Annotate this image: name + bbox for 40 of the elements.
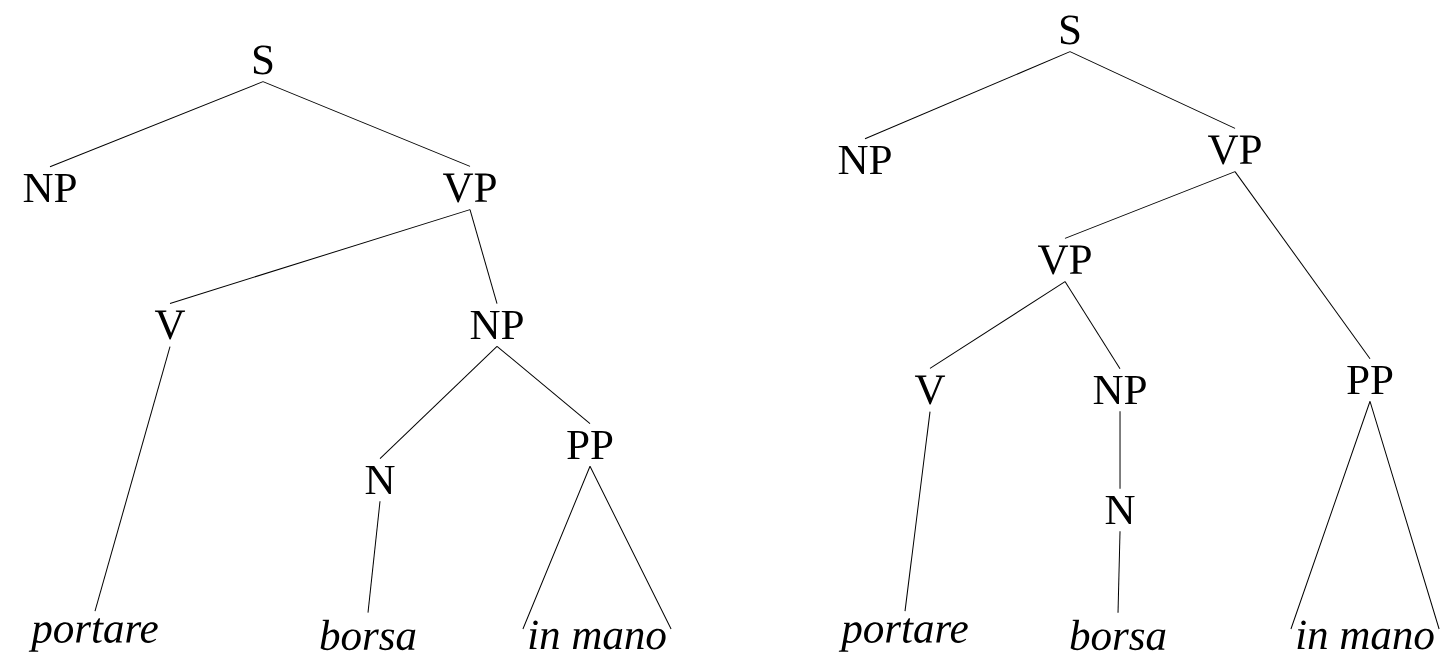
word-label: borsa: [1070, 619, 1166, 651]
branch-line: [1117, 530, 1121, 614]
triangle-branch: [1290, 400, 1440, 630]
branch-line: [496, 345, 591, 425]
branch-line: [169, 209, 471, 304]
triangle-branch: [522, 465, 672, 630]
branch-line: [469, 209, 498, 305]
category-label: PP: [1347, 365, 1393, 395]
branch-line: [94, 346, 171, 612]
branch-line: [367, 500, 381, 614]
branch-line: [262, 81, 471, 167]
category-label: PP: [567, 430, 613, 460]
word-label: NP: [23, 173, 76, 203]
category-label: N: [365, 465, 395, 495]
category-label: V: [914, 375, 946, 405]
category-label: VP: [443, 173, 496, 203]
branch-line: [1119, 410, 1121, 490]
category-label: NP: [1093, 375, 1146, 405]
branch-line: [49, 81, 264, 168]
category-label: V: [154, 310, 186, 340]
category-label: VP: [1208, 135, 1261, 165]
category-label: N: [1105, 495, 1135, 525]
branch-line: [1064, 281, 1121, 370]
word-label: portare: [838, 618, 968, 652]
category-label: VP: [1038, 245, 1091, 275]
branch-line: [929, 281, 1066, 369]
word-label: portare: [28, 618, 158, 652]
category-label: NP: [470, 310, 523, 340]
category-label: S: [1060, 15, 1080, 45]
word-label: in mano: [529, 620, 666, 650]
word-label: borsa: [320, 619, 416, 651]
branch-line: [1069, 51, 1236, 129]
branch-line: [864, 51, 1071, 140]
word-label: in mano: [1297, 620, 1434, 650]
category-label: S: [253, 45, 273, 75]
branch-line: [379, 345, 498, 460]
branch-line: [904, 411, 931, 612]
branch-line: [1064, 171, 1236, 239]
word-label: NP: [838, 145, 891, 175]
branch-line: [1234, 171, 1371, 360]
